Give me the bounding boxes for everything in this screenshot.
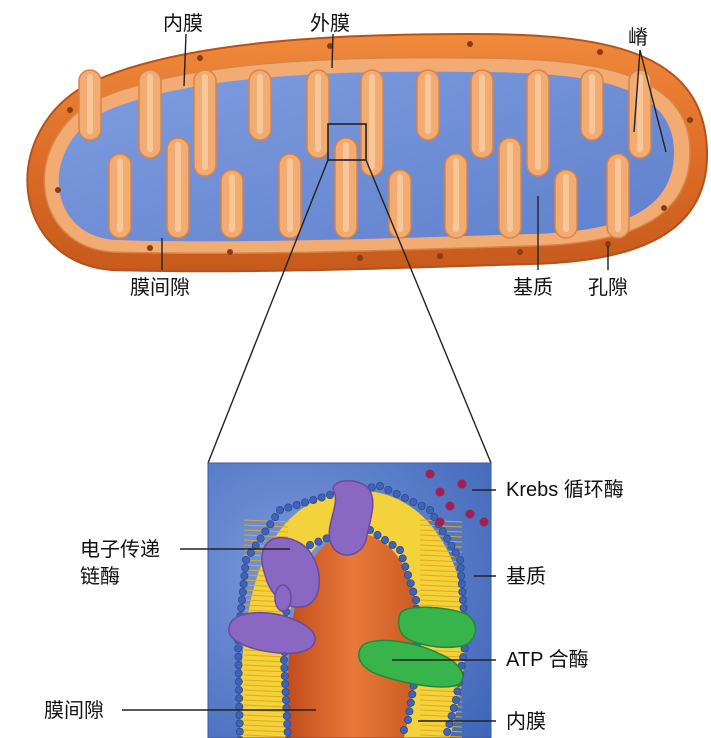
label-matrix-top: 基质	[513, 275, 553, 299]
zoom-line-left	[207, 159, 329, 464]
label-etc-line1: 电子传递	[80, 537, 160, 561]
krebs-enzyme-dots	[425, 469, 489, 527]
label-krebs-enzymes: Krebs 循环酶	[506, 479, 624, 501]
label-outer-membrane: 外膜	[310, 11, 350, 35]
intermembrane-core	[287, 533, 419, 738]
label-inner-membrane-top: 内膜	[163, 11, 203, 35]
zoom-box	[327, 123, 367, 161]
label-intermembrane-bottom: 膜间隙	[44, 698, 104, 722]
atp-synthase-enzymes	[358, 606, 476, 688]
label-matrix-bottom: 基质	[506, 564, 546, 588]
label-etc-line2: 链酶	[80, 564, 120, 588]
membrane-inset	[208, 463, 491, 738]
zoom-line-right	[365, 159, 492, 464]
leader-lines	[122, 33, 667, 722]
label-intermembrane-top: 膜间隙	[130, 275, 190, 299]
pores-group	[55, 41, 693, 261]
etc-enzymes	[228, 480, 374, 655]
cristae-group	[78, 69, 652, 239]
label-pore: 孔隙	[588, 275, 628, 299]
mitochondrion-whole	[26, 32, 709, 273]
label-inner-membrane-bottom: 内膜	[506, 709, 546, 733]
label-atp-synthase: ATP 合酶	[506, 649, 589, 671]
label-crista: 嵴	[628, 25, 648, 49]
